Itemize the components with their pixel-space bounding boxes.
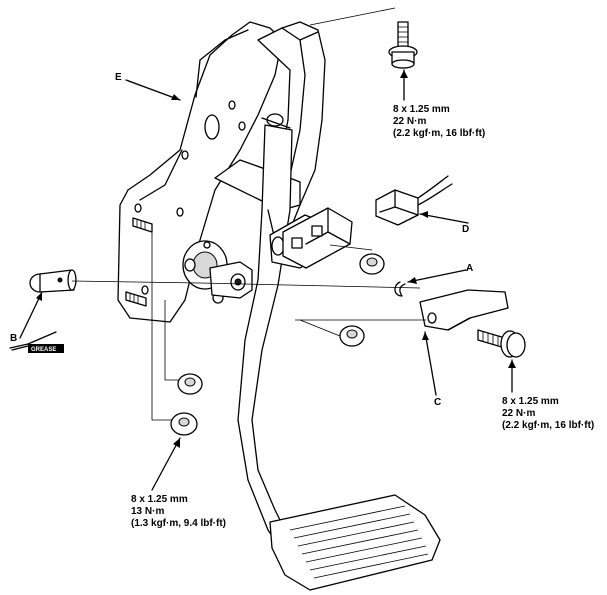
switch-connector-plug (282, 175, 453, 269)
spec-right-line1: 8 x 1.25 mm (502, 396, 559, 407)
flange-nut-bottom (170, 412, 198, 436)
bracket-c (419, 289, 509, 331)
callout-c: C (434, 397, 441, 408)
spec-top-line1: 8 x 1.25 mm (393, 104, 450, 115)
grease-label: GREASE (31, 347, 56, 353)
callout-arrows (19, 69, 516, 491)
callout-b: B (10, 333, 17, 344)
flange-bolt-top (388, 21, 418, 69)
torque-spec-right-bolt: 8 x 1.25 mm 22 N·m (2.2 kgf·m, 16 lbf·ft… (502, 396, 594, 431)
flange-nut-lower-left (177, 373, 203, 395)
spec-bottom-line3: (1.3 kgf·m, 9.4 lbf·ft) (131, 518, 226, 529)
spec-top-line2: 22 N·m (393, 116, 426, 127)
spec-right-line2: 22 N·m (502, 408, 535, 419)
flange-nut-middle (339, 325, 365, 347)
callout-e: E (115, 72, 122, 83)
spec-bottom-line2: 13 N·m (131, 506, 164, 517)
callout-a: A (466, 263, 473, 274)
pedal-bracket (117, 21, 326, 323)
callout-d: D (462, 224, 469, 235)
torque-spec-top-bolt: 8 x 1.25 mm 22 N·m (2.2 kgf·m, 16 lbf·ft… (393, 104, 485, 139)
flange-nut-upper (359, 253, 385, 275)
spec-bottom-line1: 8 x 1.25 mm (131, 494, 188, 505)
clevis-pin (29, 269, 77, 293)
spec-top-line3: (2.2 kgf·m, 16 lbf·ft) (393, 128, 485, 139)
leader-lines (71, 7, 426, 421)
mounting-studs (125, 217, 153, 307)
clevis-pin-clip (394, 281, 406, 297)
spec-right-line3: (2.2 kgf·m, 16 lbf·ft) (502, 420, 594, 431)
grease-icon: GREASE (9, 331, 64, 353)
torque-spec-bottom-nut: 8 x 1.25 mm 13 N·m (1.3 kgf·m, 9.4 lbf·f… (131, 494, 226, 529)
flange-bolt-right (477, 329, 526, 358)
